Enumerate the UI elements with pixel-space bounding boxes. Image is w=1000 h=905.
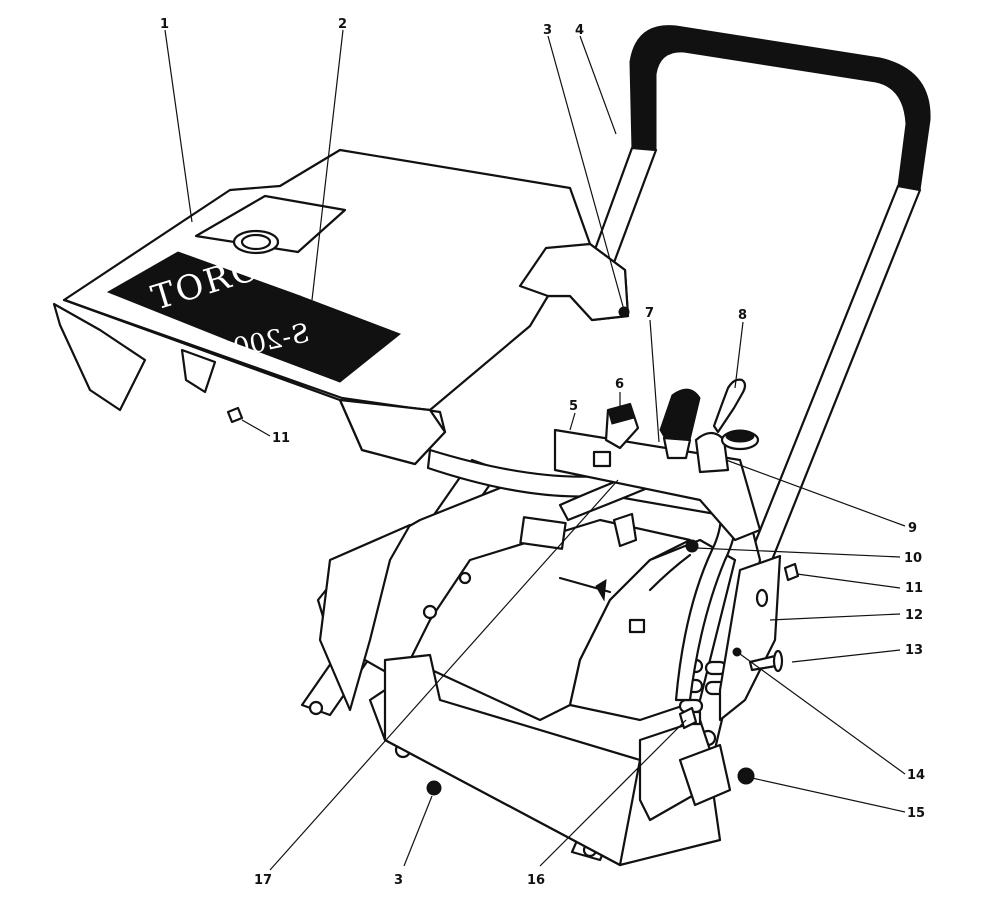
ignition-switch [694,431,730,474]
shroud-left-tab [180,348,217,394]
leader [769,613,901,621]
callout-3b: 3 [394,873,403,888]
fuel-cap-top [725,429,755,443]
decal-panel-model [226,295,401,383]
primer-cap [607,403,635,425]
wire-tie-head [595,579,607,602]
callout-3: 3 [543,23,552,38]
leader [579,35,617,135]
leader [269,479,619,871]
nut-14 [732,647,742,657]
callout-6: 6 [615,377,624,392]
choke-stem [662,436,692,460]
frame-slot [519,516,567,550]
clip-11 [226,406,244,424]
leader-lines [164,29,906,871]
leader [311,29,344,301]
bracket-hole [755,588,769,608]
screw-3b [426,780,442,796]
control-panel [553,378,762,726]
nut-15 [737,767,755,785]
leader [241,419,271,437]
bolt [308,700,324,716]
front-skirt [318,523,412,712]
callout-11: 11 [272,431,290,446]
panel-clip [592,450,612,468]
leader [164,29,193,223]
shroud-lip [338,398,447,466]
bolt [458,571,472,585]
leader [569,412,576,431]
callout-13: 13 [905,643,923,658]
callout-5: 5 [569,399,578,414]
callout-1: 1 [160,17,169,32]
fuel-fill-hole [240,233,272,251]
callout-7: 7 [645,306,654,321]
callout-8: 8 [738,308,747,323]
screw [618,306,630,318]
bolt-13-head [772,649,784,673]
leader [739,653,906,775]
grommet-10 [685,539,699,553]
callout-10: 10 [904,551,922,566]
shroud-right-wing [518,242,630,322]
callout-4: 4 [575,23,584,38]
leader [751,777,906,813]
callout-11b: 11 [905,581,923,596]
handle-grip [629,25,931,191]
callout-15: 15 [907,806,925,821]
clip-11b [783,562,800,582]
bolt [422,604,438,620]
leader [725,459,906,527]
main-frame [316,478,782,867]
leader [695,547,901,558]
leader [403,795,433,867]
bracket [612,512,638,548]
engine-shroud [52,148,630,466]
callouts: 1 2 3 4 5 6 7 8 9 10 11 11 12 13 14 15 1… [160,17,925,888]
choke-knob [659,388,701,445]
callout-2: 2 [338,17,347,32]
callout-9: 9 [908,521,917,536]
skid-tab [678,743,732,807]
leader [791,649,901,663]
callout-14: 14 [907,768,925,783]
leader [547,35,625,311]
callout-16: 16 [527,873,545,888]
leader [796,573,901,589]
shroud-left-skirt [52,302,147,412]
leader [539,719,687,867]
callout-12: 12 [905,608,923,623]
hardware [226,406,800,796]
panel-clip [628,618,646,634]
wire [648,553,692,592]
leader [734,321,744,389]
leader [649,319,660,443]
callout-17: 17 [254,873,272,888]
key [712,378,747,434]
